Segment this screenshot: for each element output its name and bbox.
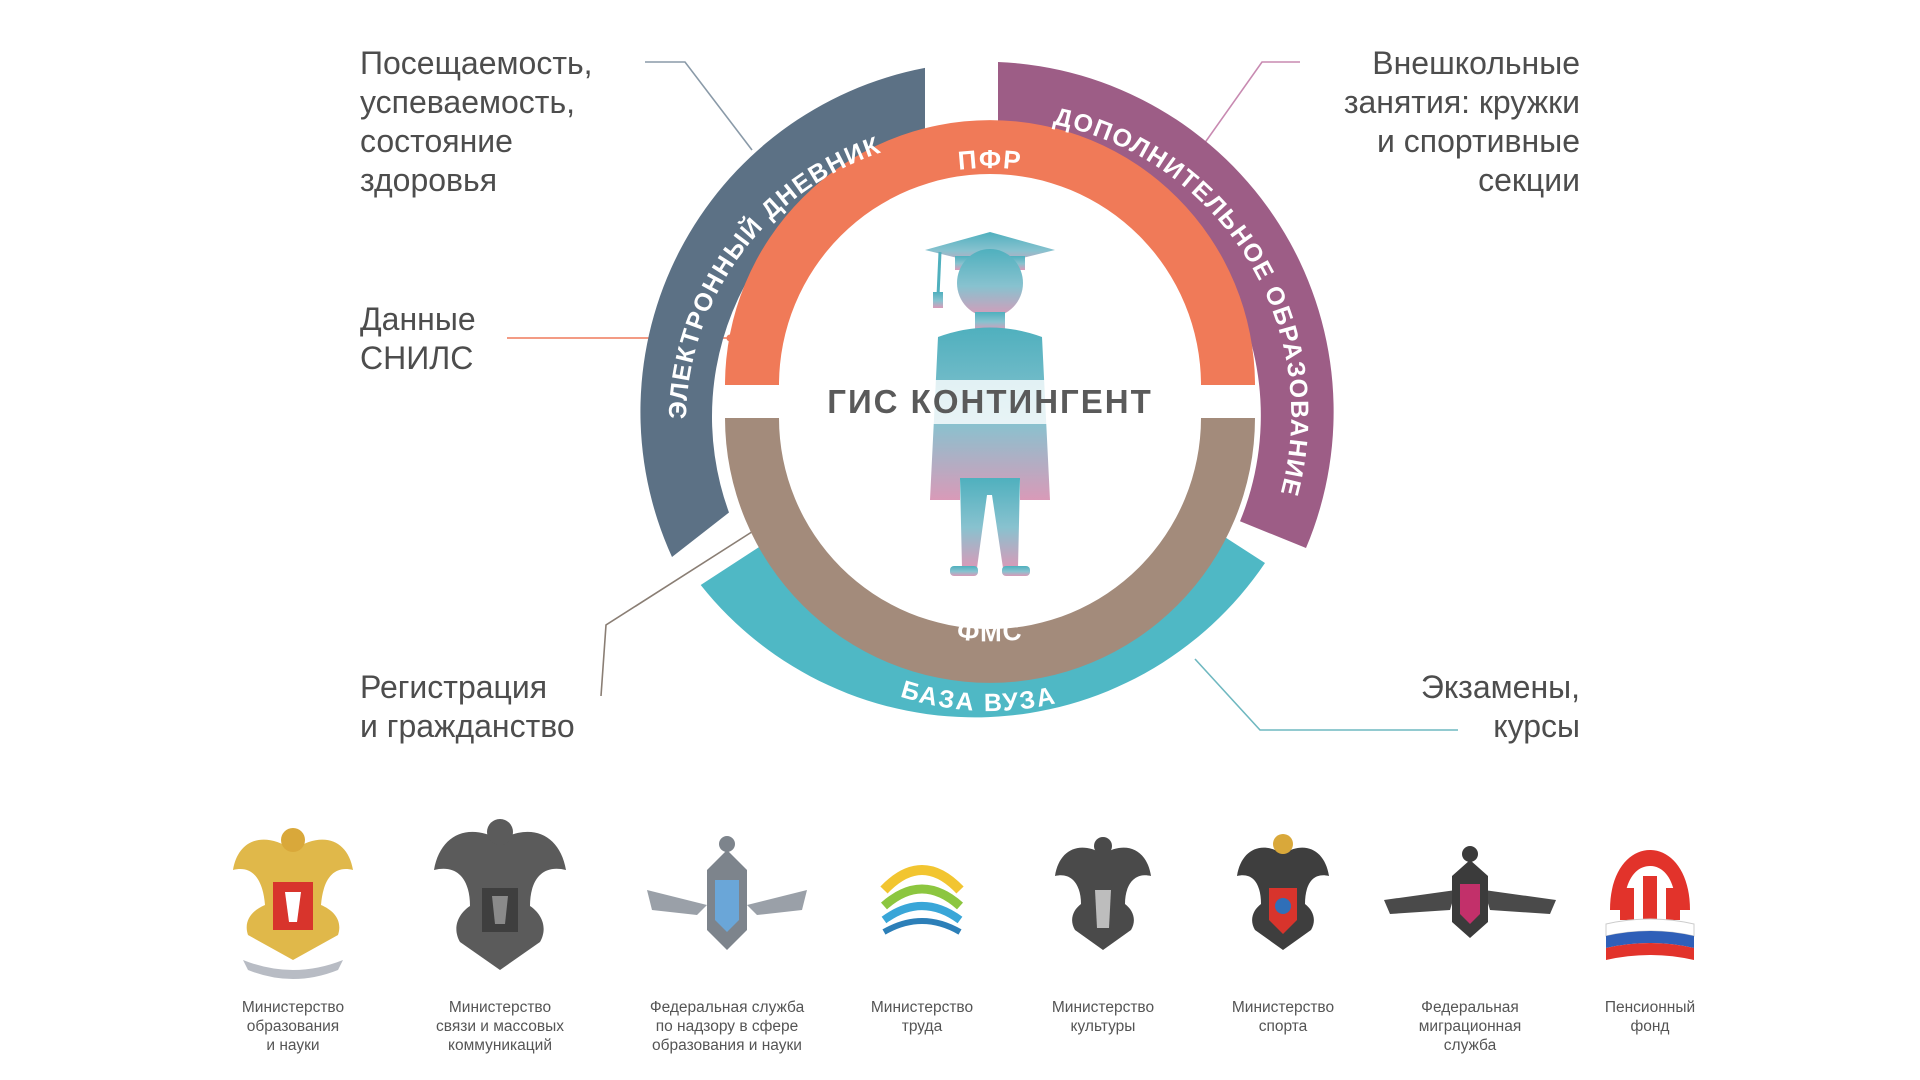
agency-ministry-labor: Министерство труда	[812, 790, 1032, 1060]
agency-ministry-education: Министерство образования и науки	[183, 790, 403, 1060]
callout-bottom-right: Экзамены, курсы	[1421, 668, 1580, 746]
connector-top-right	[1203, 61, 1300, 145]
center-title: ГИС КОНТИНГЕНТ	[827, 383, 1152, 420]
ministry-culture-emblem-icon	[1055, 837, 1151, 950]
svg-text:ПФР: ПФР	[957, 144, 1024, 176]
callout-line: Посещаемость,	[360, 45, 593, 81]
inner-ring-top-half	[725, 120, 1255, 385]
ministry-communications-emblem-icon	[434, 819, 566, 970]
agency-name: Федеральная служба по надзору в сфере об…	[649, 999, 805, 1054]
callout-bottom-left: Регистрация и гражданство	[360, 668, 575, 746]
agency-name: Федеральная миграционная служба	[1418, 999, 1522, 1054]
agency-pension-fund: Пенсионный фонд	[1540, 790, 1760, 1060]
inner-ring-bottom-label: ФМС	[956, 615, 1023, 647]
ministry-sport-emblem-icon	[1237, 834, 1329, 950]
center-title-band	[820, 380, 1160, 424]
outer-ring-left-segment	[640, 67, 925, 558]
ministry-education-emblem-icon	[233, 828, 353, 979]
agency-name: Министерство спорта	[1231, 999, 1335, 1035]
inner-ring-bottom-half	[725, 418, 1255, 683]
connector-bottom-left	[600, 527, 759, 697]
callout-mid-left: Данные СНИЛС	[360, 300, 476, 378]
agency-name: Пенсионный фонд	[1604, 999, 1696, 1035]
migration-service-emblem-icon	[1384, 846, 1556, 938]
callout-line: занятия: кружки	[1343, 84, 1580, 120]
agency-ministry-culture: Министерство культуры	[993, 790, 1213, 1060]
agency-name: Министерство труда	[870, 999, 974, 1035]
agency-ministry-sport: Министерство спорта	[1173, 790, 1393, 1060]
callout-line: состояние	[360, 123, 513, 159]
callout-line: успеваемость,	[360, 84, 576, 120]
callout-line: курсы	[1493, 708, 1580, 744]
agency-ministry-communications: Министерство связи и массовых коммуникац…	[390, 790, 610, 1060]
callout-line: секции	[1478, 162, 1580, 198]
callout-line: здоровья	[360, 162, 498, 198]
connector-bottom-right	[1194, 658, 1458, 731]
callout-line: Экзамены,	[1420, 669, 1580, 705]
agency-name: Министерство связи и массовых коммуникац…	[436, 999, 564, 1054]
rosobrnadzor-emblem-icon	[647, 836, 807, 950]
callout-top-right: Внешкольные занятия: кружки и спортивные…	[1344, 44, 1580, 200]
outer-ring-bottom-segment	[700, 527, 1265, 718]
callout-top-left: Посещаемость, успеваемость, состояние зд…	[360, 44, 593, 200]
ministry-labor-logo-icon	[880, 850, 964, 935]
agency-name: Министерство образования и науки	[241, 999, 345, 1054]
callout-line: Данные	[360, 301, 476, 337]
callout-line: Регистрация	[360, 669, 548, 705]
connector-top-left	[645, 61, 753, 151]
callout-line: и спортивные	[1377, 123, 1580, 159]
inner-ring-top-label: ПФР	[957, 144, 1022, 176]
pension-fund-logo-icon	[1605, 850, 1695, 960]
connector-lines	[507, 61, 1458, 731]
callout-line: Внешкольные	[1372, 45, 1580, 81]
outer-ring-right-segment	[998, 62, 1334, 548]
svg-text:ФМС: ФМС	[956, 615, 1024, 647]
agency-migration-service: Федеральная миграционная служба	[1360, 790, 1580, 1060]
agency-name: Министерство культуры	[1051, 999, 1155, 1035]
callout-line: и гражданство	[360, 708, 575, 744]
callout-line: СНИЛС	[360, 340, 474, 376]
agency-rosobrnadzor: Федеральная служба по надзору в сфере об…	[617, 790, 837, 1060]
gis-contingent-diagram: ГИС КОНТИНГЕНТ ПФР ФМС ЭЛЕКТРОННЫЙ ДНЕВН…	[507, 61, 1458, 731]
